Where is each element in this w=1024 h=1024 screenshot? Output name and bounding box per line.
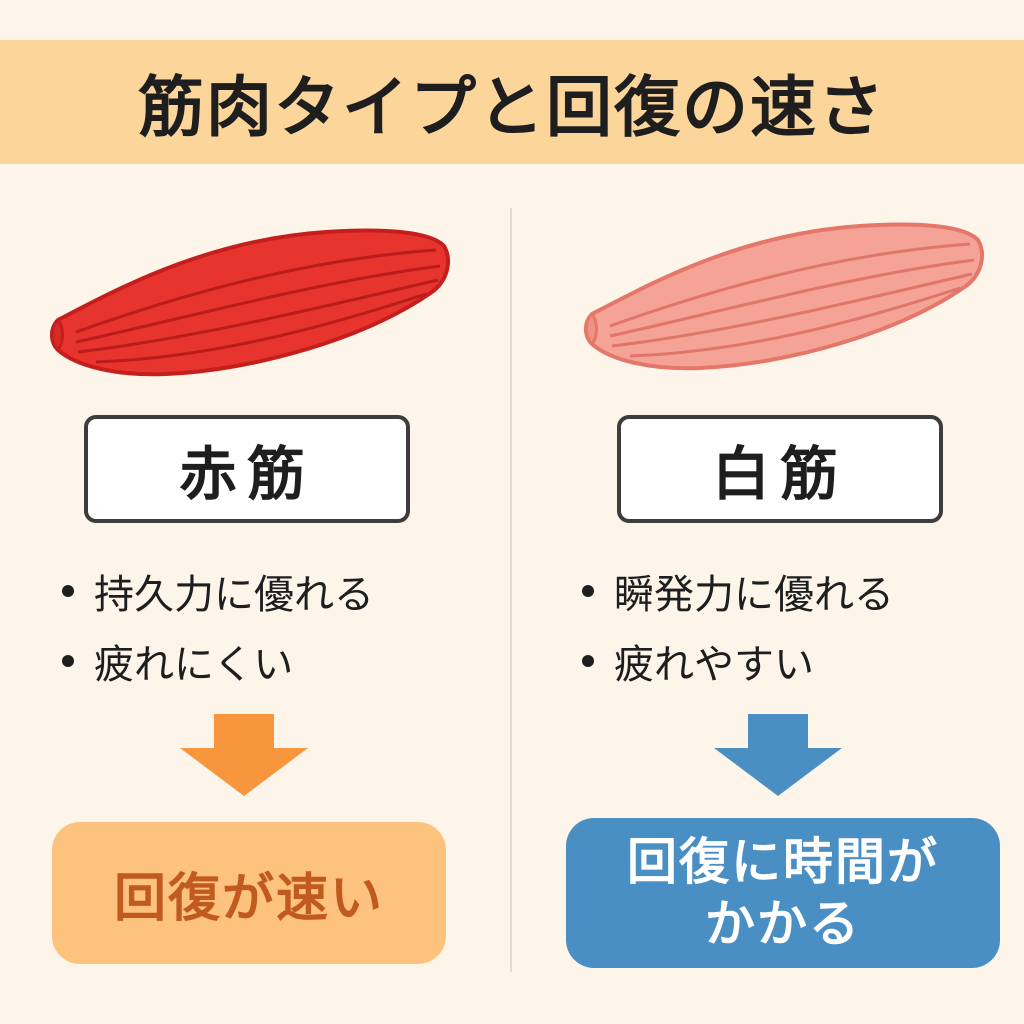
down-arrow-icon bbox=[180, 714, 308, 796]
down-arrow-icon bbox=[714, 714, 842, 796]
list-item: 持久力に優れる bbox=[62, 556, 374, 626]
white-muscle-label-box: 白筋 bbox=[617, 415, 943, 523]
red-muscle-icon bbox=[50, 228, 450, 377]
bullet-icon bbox=[62, 655, 74, 667]
red-muscle-label-box: 赤筋 bbox=[84, 415, 410, 523]
bullet-icon bbox=[582, 585, 594, 597]
red-muscle-result: 回復が速い bbox=[52, 822, 446, 964]
white-muscle-label: 白筋 bbox=[711, 440, 848, 508]
list-item: 疲れやすい bbox=[582, 626, 894, 696]
result-line-2: かかる bbox=[705, 895, 861, 953]
column-divider bbox=[510, 208, 512, 972]
trait-text: 疲れにくい bbox=[94, 642, 294, 688]
bullet-icon bbox=[62, 585, 74, 597]
white-muscle-traits: 瞬発力に優れる 疲れやすい bbox=[582, 556, 894, 696]
list-item: 瞬発力に優れる bbox=[582, 556, 894, 626]
red-muscle-label: 赤筋 bbox=[178, 440, 315, 508]
white-muscle-icon bbox=[584, 222, 984, 371]
trait-text: 瞬発力に優れる bbox=[614, 572, 894, 618]
list-item: 疲れにくい bbox=[62, 626, 374, 696]
page-title: 筋肉タイプと回復の速さ bbox=[138, 69, 886, 146]
title-band: 筋肉タイプと回復の速さ bbox=[0, 40, 1024, 164]
red-muscle-result-text: 回復が速い bbox=[113, 868, 384, 929]
bullet-icon bbox=[582, 655, 594, 667]
trait-text: 持久力に優れる bbox=[94, 572, 374, 618]
trait-text: 疲れやすい bbox=[614, 642, 814, 688]
result-line-1: 回復に時間が bbox=[627, 833, 939, 891]
white-muscle-result: 回復に時間が かかる bbox=[566, 818, 1000, 968]
white-muscle-result-text: 回復に時間が かかる bbox=[627, 831, 939, 955]
red-muscle-traits: 持久力に優れる 疲れにくい bbox=[62, 556, 374, 696]
